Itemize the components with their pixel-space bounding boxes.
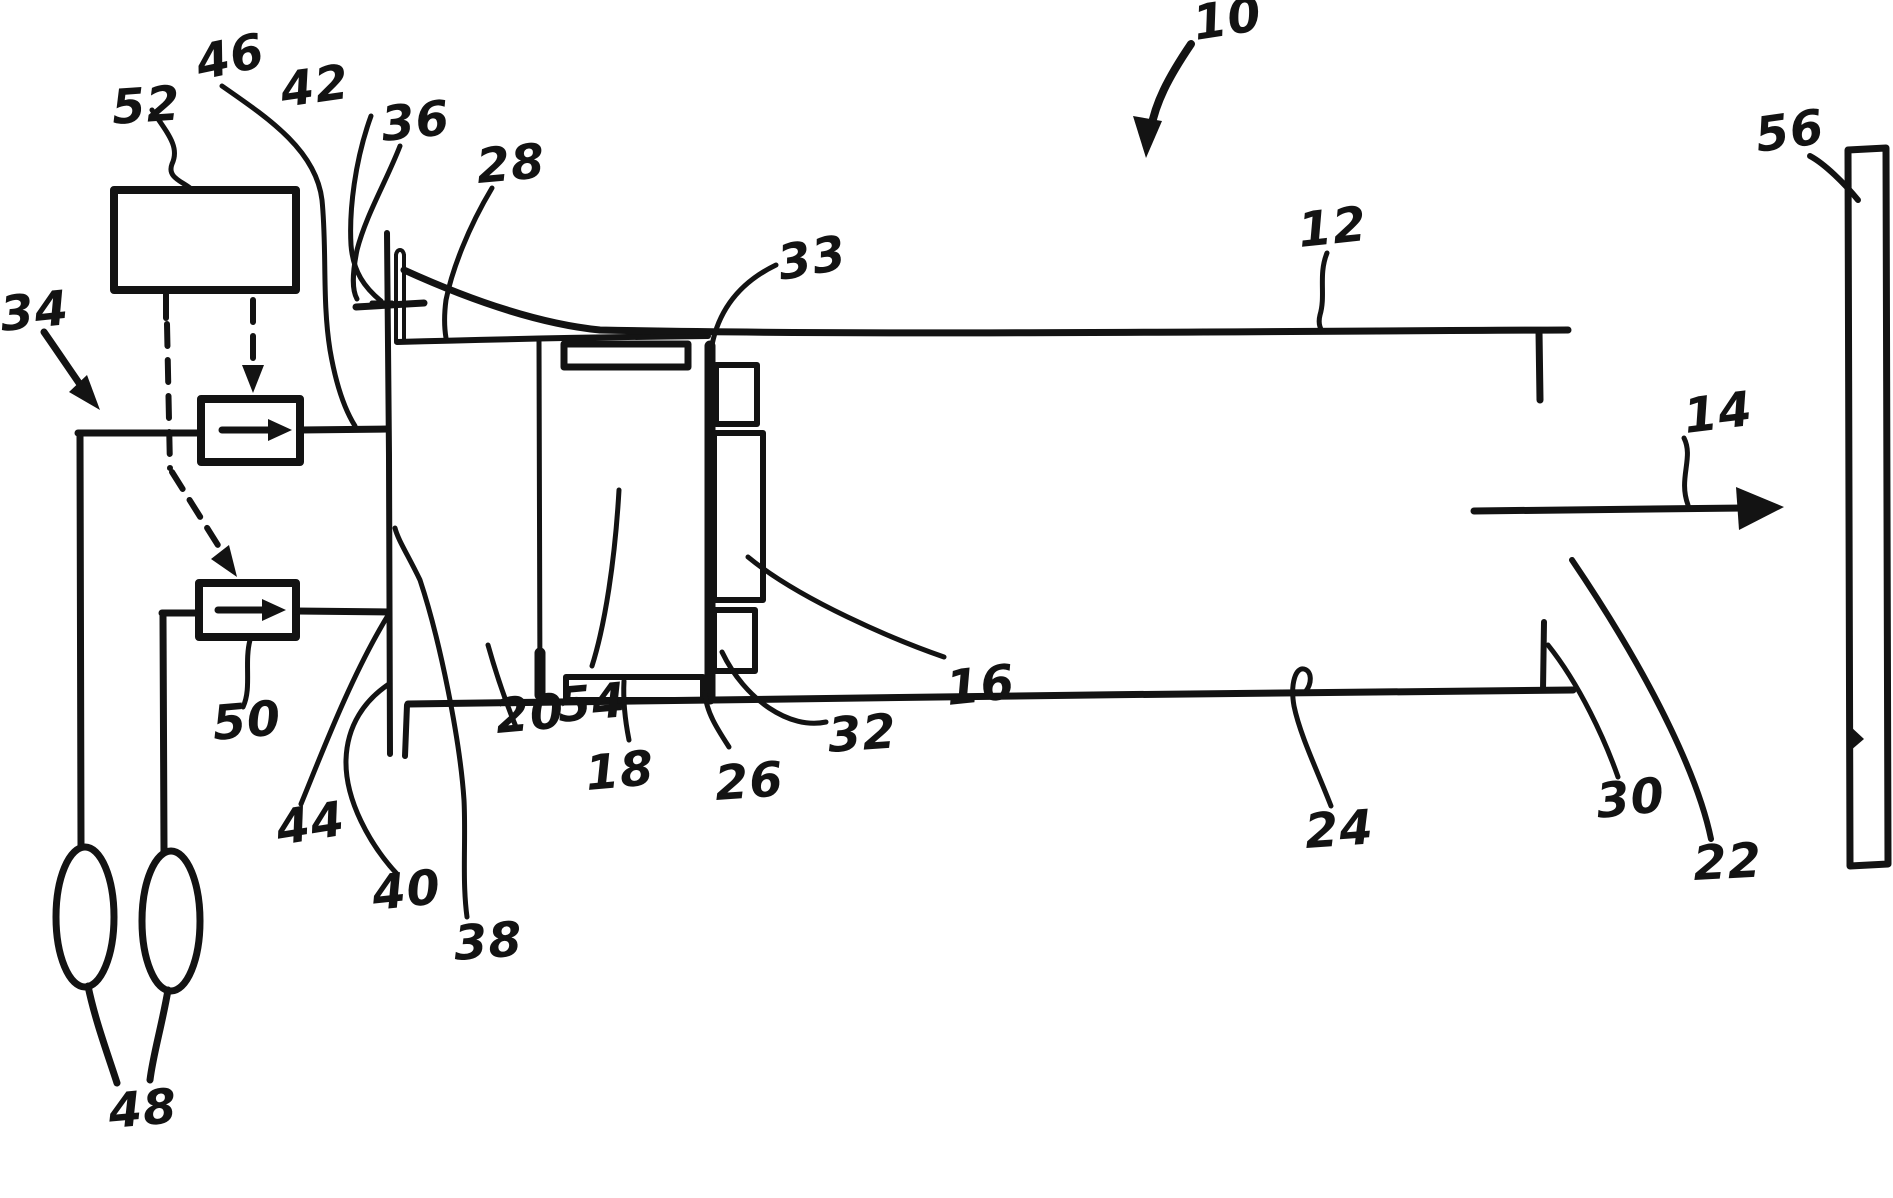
reference-numerals-group: 10 52 46 42 36 28 33 12 56 34 14 16 32 2… <box>0 0 1828 1140</box>
ref-label-26: 26 <box>713 751 786 812</box>
control-unit-box <box>114 190 296 290</box>
gas-cylinder-right <box>142 851 200 991</box>
detector-segment-middle <box>714 433 763 600</box>
target-plate-notch <box>1850 726 1864 751</box>
target-plate <box>1848 148 1888 866</box>
capillary-top-hook <box>396 250 404 256</box>
pipe-upper-right <box>300 429 388 430</box>
ref-label-16: 16 <box>943 654 1017 717</box>
ref-label-22: 22 <box>1692 832 1764 892</box>
flow-arrow-shaft <box>1474 508 1745 511</box>
ref-label-10: 10 <box>1189 0 1266 52</box>
cylinder-left-tail <box>88 986 117 1083</box>
electrode-line <box>387 233 390 754</box>
leader-46 <box>222 86 355 426</box>
ref-label-36: 36 <box>378 90 452 153</box>
control-line-dashed-left <box>167 324 170 468</box>
ref-label-46: 46 <box>190 23 270 92</box>
leader-28 <box>445 188 493 338</box>
ref-label-28: 28 <box>474 133 547 195</box>
ref-label-18: 18 <box>583 740 656 802</box>
valve-lower-arrowhead <box>262 599 286 621</box>
leader-32 <box>722 652 826 723</box>
ref-label-38: 38 <box>452 911 525 972</box>
ref-label-32: 32 <box>826 703 899 764</box>
ref-label-54: 54 <box>555 672 628 734</box>
ref-label-34: 34 <box>0 280 72 343</box>
pipe-down-left <box>80 436 81 846</box>
control-arrowhead-lower <box>211 545 237 577</box>
measuring-cell-group <box>397 336 763 700</box>
flow-arrow-head <box>1736 487 1784 530</box>
ref-label-52: 52 <box>110 75 183 136</box>
cylinder-right-tail <box>150 990 168 1080</box>
tube-bottom-end-tick <box>1543 622 1544 690</box>
valve-upper-arrowhead <box>268 419 292 441</box>
leader-12 <box>1319 253 1327 331</box>
pipe-down-right <box>163 616 164 851</box>
device-arrow-head <box>1133 116 1162 158</box>
ref-label-44: 44 <box>271 791 349 857</box>
tube-bottom-left-stub <box>405 705 407 756</box>
detector-segment-top <box>716 365 757 424</box>
leader-16 <box>748 557 944 657</box>
ref-label-24: 24 <box>1303 799 1376 860</box>
ref-label-48: 48 <box>105 1078 179 1140</box>
gas-supply-group <box>44 110 389 1083</box>
ref-label-56: 56 <box>1752 99 1828 164</box>
cell-top-block <box>564 344 688 367</box>
ref-label-42: 42 <box>276 54 353 119</box>
leader-54 <box>592 490 619 666</box>
nozzle-assembly-group <box>356 233 424 754</box>
ref-label-33: 33 <box>773 225 850 292</box>
target-plate-group <box>1848 148 1888 866</box>
ref-label-30: 30 <box>1593 767 1667 830</box>
tube-top-end-tick <box>1539 331 1540 400</box>
tube-top-wall <box>404 270 1568 333</box>
ref-label-50: 50 <box>210 690 283 752</box>
pipe-lower-right <box>296 611 389 612</box>
leader-14 <box>1684 438 1688 505</box>
ref-label-40: 40 <box>368 859 443 922</box>
leader-30 <box>1548 645 1618 777</box>
leader-44 <box>301 617 387 804</box>
ref-label-12: 12 <box>1295 196 1369 259</box>
ref-label-14: 14 <box>1681 381 1756 445</box>
ref-label-20: 20 <box>493 683 566 745</box>
control-line-dashed-diagonal <box>172 472 226 558</box>
control-arrowhead-upper <box>242 365 264 393</box>
cell-left-wall <box>539 340 540 698</box>
detector-segment-bottom <box>714 610 755 671</box>
gas-cylinder-left <box>56 847 114 987</box>
